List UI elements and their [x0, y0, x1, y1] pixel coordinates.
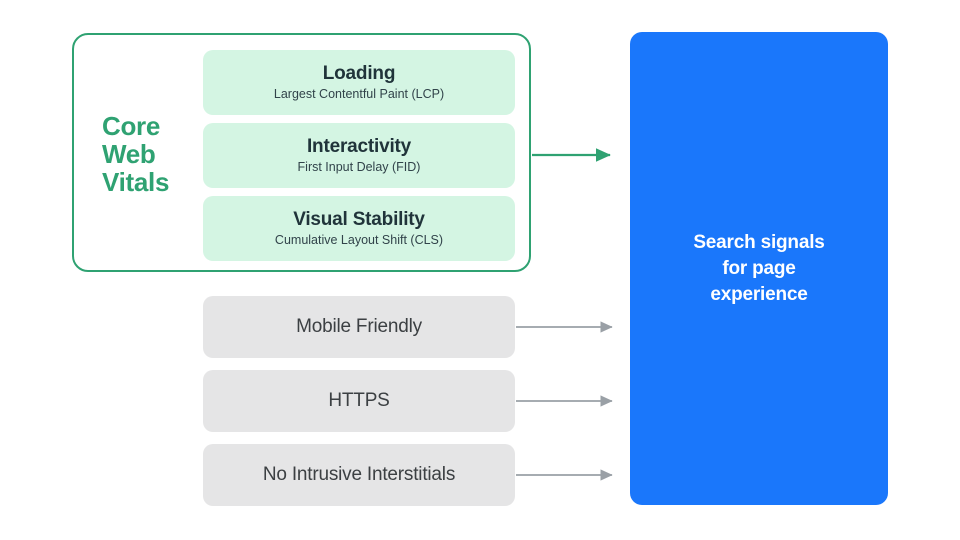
metric-subtitle: Cumulative Layout Shift (CLS) — [274, 233, 444, 247]
metric-card-loading: Loading Largest Contentful Paint (LCP) — [203, 50, 515, 115]
metric-title: Visual Stability — [293, 209, 425, 230]
metric-title: Interactivity — [306, 136, 412, 157]
signal-card-no-intrusive-interstitials: No Intrusive Interstitials — [203, 444, 515, 506]
metric-subtitle: Largest Contentful Paint (LCP) — [273, 87, 445, 101]
metric-card-visual-stability: Visual Stability Cumulative Layout Shift… — [203, 196, 515, 261]
search-signals-panel-text: Search signals for page experience — [693, 231, 825, 305]
core-web-vitals-group — [72, 33, 531, 272]
core-web-vitals-label-line-3: Vitals — [102, 167, 170, 197]
metric-subtitle: First Input Delay (FID) — [297, 160, 421, 174]
core-web-vitals-group-label: Core Web Vitals — [102, 112, 194, 196]
signal-card-https: HTTPS — [203, 370, 515, 432]
search-signals-panel: Search signals for page experience — [630, 32, 888, 505]
signal-label: HTTPS — [328, 390, 390, 411]
signal-label: No Intrusive Interstitials — [262, 464, 456, 485]
core-web-vitals-label-line-1: Core — [102, 111, 161, 141]
signal-card-mobile-friendly: Mobile Friendly — [203, 296, 515, 358]
metric-title: Loading — [322, 63, 396, 84]
core-web-vitals-label-line-2: Web — [102, 139, 156, 169]
signal-label: Mobile Friendly — [296, 316, 422, 337]
metric-card-interactivity: Interactivity First Input Delay (FID) — [203, 123, 515, 188]
